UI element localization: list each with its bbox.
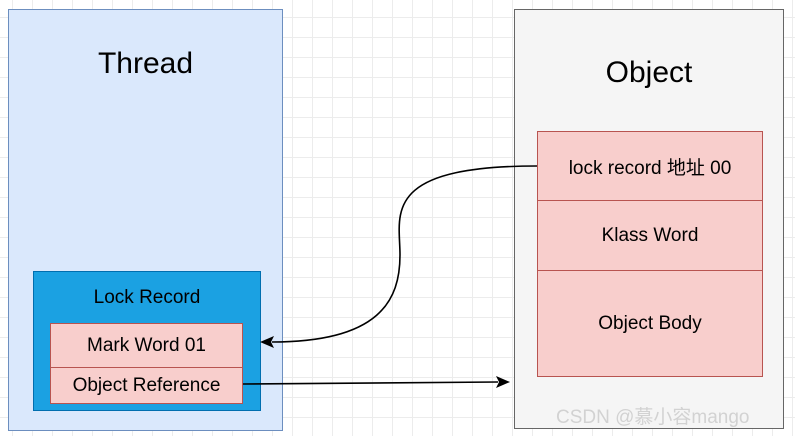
object-reference-arrowhead (496, 376, 510, 388)
pointer-to-lock-record-arrowhead (260, 336, 274, 348)
lock-record-title: Lock Record (93, 287, 201, 308)
pointer-to-lock-record-arrow (271, 165, 538, 343)
object-title: Object (605, 56, 693, 89)
object-reference-cell: Object Reference (50, 367, 243, 404)
watermark: CSDN @慕小容mango (556, 407, 750, 428)
object-reference-arrow (242, 381, 499, 385)
lock-record-address-cell: lock record 地址 00 (537, 131, 763, 202)
klass-word-cell: Klass Word (537, 200, 763, 272)
object-body-cell: Object Body (537, 270, 763, 377)
thread-title: Thread (97, 47, 194, 80)
